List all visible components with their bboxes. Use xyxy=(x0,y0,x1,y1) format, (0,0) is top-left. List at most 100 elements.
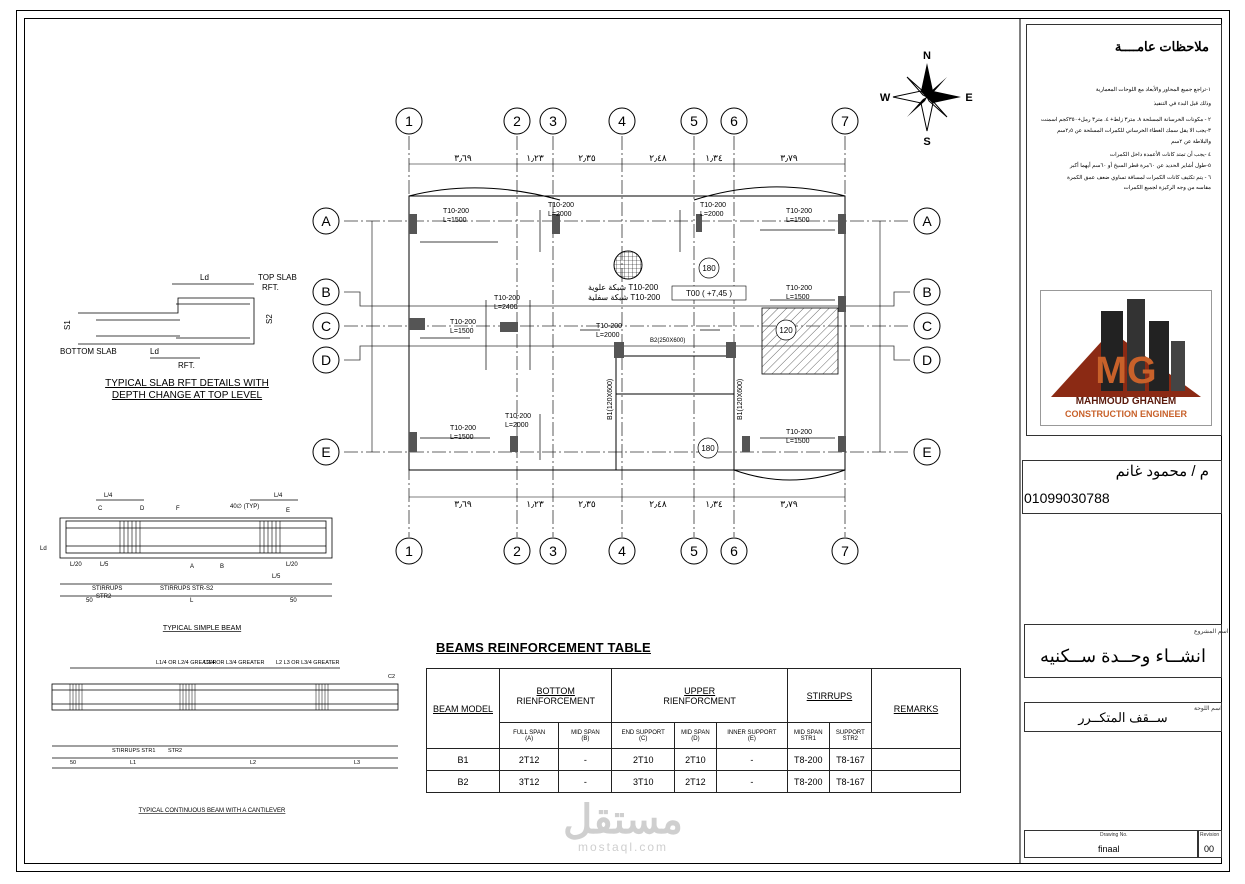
continuous-beam-stirrups xyxy=(69,684,329,710)
sub-d: MID SPAN(D) xyxy=(674,722,717,749)
sub-a: FULL SPAN(A) xyxy=(498,722,560,749)
sub-a-label: FULL SPAN xyxy=(513,729,546,736)
note-line: والبلاطة عن ٢سم xyxy=(1171,139,1211,145)
axis-label: 4 xyxy=(618,113,626,129)
engineer-box xyxy=(1022,460,1222,514)
revision: 00 xyxy=(1204,844,1215,854)
cb-l3: L3 xyxy=(354,760,360,766)
drawing-no-label: Drawing No. xyxy=(1100,832,1128,838)
cb-str2: STR2 xyxy=(168,748,182,754)
dim-text: ١٫٢٣ xyxy=(526,153,544,163)
sb-l: L xyxy=(190,598,194,604)
continuous-beam-detail xyxy=(51,667,399,769)
note-line: ٦ - يتم تكثيف كانات الكمرات لمسافة تساوي… xyxy=(1067,175,1211,181)
beam-b1-label-b: B1(120X600) xyxy=(737,379,744,420)
axis-label: C xyxy=(321,318,331,334)
rebar-labels: T10-200 L=1500 T10-200 L=2000 T10-200 L=… xyxy=(443,202,812,445)
watermark: مستقل mostaql.com xyxy=(548,800,698,854)
mesh-bottom-text: شبكة سفلية T10-200 xyxy=(588,293,661,302)
note-line: وذلك قبل البدء في التنفيذ xyxy=(1153,101,1211,107)
rebar-label: T10-200 xyxy=(443,208,469,215)
sb-50a: 50 xyxy=(86,598,93,604)
dim-text: ١٫٣٤ xyxy=(705,499,723,509)
sb-e: E xyxy=(286,508,290,514)
axis-bubbles-top: 1 2 3 4 5 6 7 xyxy=(395,107,859,135)
sb-f: F xyxy=(176,506,180,512)
sub-b: MID SPAN(B) xyxy=(558,722,613,749)
sb-ld: Ld xyxy=(40,546,47,552)
sub-b-label: MID SPAN xyxy=(571,729,600,736)
cell-s1: T8-200 xyxy=(786,748,830,771)
cb-greater-1: L1/4 OR L2/4 GREATER xyxy=(156,660,216,666)
dimension-texts-bottom: ٣٫٦٩ ١٫٢٣ ٢٫٣٥ ٢٫٤٨ ١٫٣٤ ٣٫٧٩ xyxy=(454,499,798,509)
axis-label: B xyxy=(321,284,330,300)
logo-name: MAHMOUD GHANEM xyxy=(1076,396,1177,407)
table-row: B1 2T12 - 2T10 2T10 - T8-200 T8-167 xyxy=(426,748,961,771)
watermark-sub: mostaql.com xyxy=(577,840,669,854)
dim-text: ٣٫٧٩ xyxy=(780,499,798,509)
dim-text: ٢٫٣٥ xyxy=(578,153,596,163)
logo-initials: MG xyxy=(1095,350,1156,392)
axis-label: 5 xyxy=(690,543,698,559)
slab-thickness-180a: 180 xyxy=(702,264,716,273)
slab-detail-rft: RFT. xyxy=(262,283,279,292)
simple-beam-detail xyxy=(59,499,333,597)
sub-d-label: MID SPAN xyxy=(681,729,710,736)
rebar-label: L=1500 xyxy=(450,328,474,335)
col-stirrups: STIRRUPS xyxy=(786,668,873,723)
project-label: اسم المشروع xyxy=(1194,629,1229,635)
engineer-name: م / محمود غانم xyxy=(1115,463,1209,480)
cell-b: - xyxy=(558,770,613,793)
sb-typ: 40∅ (TYP) xyxy=(230,503,259,510)
sb-str2: STR2 xyxy=(96,594,112,600)
note-line: ٥-طول أشاير الحديد عن ٦٠مرة قطر السيخ أو… xyxy=(1069,163,1211,169)
cell-a: 3T12 xyxy=(498,770,560,793)
rebar-label: T10-200 xyxy=(786,208,812,215)
slab-thickness-180b: 180 xyxy=(701,444,715,453)
slab-detail-s2: S2 xyxy=(265,314,274,324)
cb-greater-3: L2 L3 OR L3/4 GREATER xyxy=(276,660,340,666)
drawing-box xyxy=(1024,702,1222,732)
axis-label: 4 xyxy=(618,543,626,559)
compass-w: W xyxy=(880,92,891,104)
rebar-label: L=1500 xyxy=(450,434,474,441)
col-upper-sub: RIENFORCMENT xyxy=(663,695,736,706)
sb-l4a: L/4 xyxy=(104,493,113,499)
drawing-label: اسم اللوحة xyxy=(1194,706,1222,712)
rebar-label: L=2000 xyxy=(596,332,620,339)
cell-remarks xyxy=(871,748,961,771)
col-remarks: REMARKS xyxy=(871,668,961,749)
axis-label: 1 xyxy=(405,113,413,129)
sub-str2-label: SUPPORT xyxy=(835,729,865,736)
slab-detail-ld-top: Ld xyxy=(200,273,209,282)
sb-l5a: L/5 xyxy=(100,562,109,568)
cell-e: - xyxy=(715,770,788,793)
slab-detail xyxy=(78,283,255,359)
dim-text: ٢٫٣٥ xyxy=(578,499,596,509)
axis-label: 5 xyxy=(690,113,698,129)
dim-text: ٣٫٧٩ xyxy=(780,153,798,163)
rebar-label: L=2000 xyxy=(548,211,572,218)
sub-e-code: (E) xyxy=(747,735,756,742)
cb-stirrups: STIRRUPS STR1 xyxy=(112,748,155,754)
sb-50b: 50 xyxy=(290,598,297,604)
rebar-label: T10-200 xyxy=(786,429,812,436)
sb-a: A xyxy=(190,564,194,570)
rebar-label: L=1500 xyxy=(786,294,810,301)
axis-label: 2 xyxy=(513,113,521,129)
rebar-label: T10-200 xyxy=(700,202,726,209)
engineer-phone: 01099030788 xyxy=(1024,490,1110,506)
slab-detail-title-1: TYPICAL SLAB RFT DETAILS WITH xyxy=(105,378,269,389)
rebar-label: T10-200 xyxy=(450,425,476,432)
col-bottom-title: BOTTOM xyxy=(536,685,575,696)
axis-label: 2 xyxy=(513,543,521,559)
notes-title: ملاحظات عامــــة xyxy=(1114,39,1209,54)
cell-d: 2T10 xyxy=(674,748,717,771)
axis-bubbles-bottom: 1 2 3 4 5 6 7 xyxy=(395,537,859,565)
hatched-slab xyxy=(761,307,839,375)
sb-stirrups1: STIRRUPS xyxy=(92,586,122,592)
